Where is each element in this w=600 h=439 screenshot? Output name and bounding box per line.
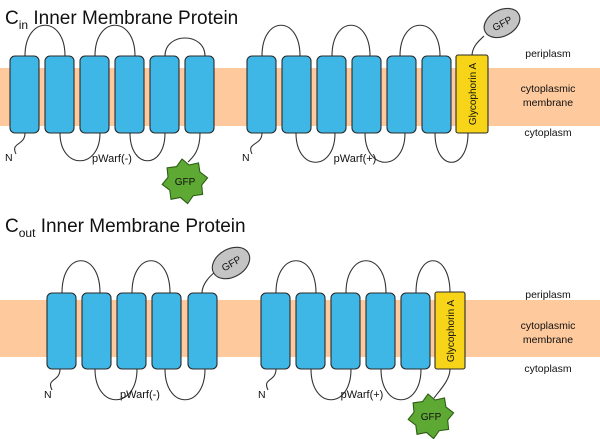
panel-title-cout: Cout Inner Membrane Protein — [5, 216, 246, 240]
region-label-cytoplasm: cytoplasm — [524, 127, 572, 139]
n-terminus-label: N — [44, 389, 52, 401]
panel-cout: Cout Inner Membrane Protein Glycophorin … — [0, 216, 600, 439]
periplasmic-loop — [275, 260, 317, 294]
n-terminus-tail — [14, 132, 26, 155]
transmembrane-helix — [116, 292, 147, 370]
periplasmic-loop — [331, 24, 371, 57]
region-label-periplasm: periplasm — [525, 289, 571, 301]
glycophorin-a-helix — [434, 291, 466, 370]
periplasmic-loop — [24, 24, 66, 57]
glycophorin-a-helix — [455, 54, 489, 134]
periplasmic-loop — [164, 37, 206, 57]
cytoplasmic-loop — [434, 132, 469, 163]
transmembrane-helix — [187, 292, 218, 370]
construct-label-right: pWarf(+) — [341, 389, 384, 401]
region-label-cytoplasm: cytoplasm — [524, 363, 572, 375]
transmembrane-helix — [44, 55, 75, 134]
periplasmic-loop — [415, 260, 451, 294]
transmembrane-helix — [351, 55, 382, 134]
periplasmic-loop — [61, 260, 101, 294]
n-terminus-tail — [266, 368, 277, 391]
glycophorin-a-label: Glycophorin A — [446, 300, 457, 363]
transmembrane-helix — [151, 292, 182, 370]
region-label-periplasm: periplasm — [525, 48, 571, 60]
gfp-linker — [433, 368, 451, 399]
transmembrane-helix — [281, 55, 312, 134]
periplasmic-loop — [131, 260, 171, 294]
transmembrane-helix — [386, 55, 417, 134]
n-terminus-label: N — [258, 389, 266, 401]
transmembrane-helix — [184, 55, 215, 134]
transmembrane-helix — [365, 292, 396, 370]
gfp-label: GFP — [421, 412, 442, 423]
gfp-cytoplasmic — [161, 158, 209, 205]
periplasmic-loop — [94, 24, 136, 57]
construct-label-right: pWarf(+) — [334, 153, 377, 165]
gfp-periplasmic — [211, 246, 251, 280]
cytoplasmic-loop — [295, 132, 336, 163]
transmembrane-helix — [246, 55, 277, 134]
transmembrane-helix — [316, 55, 347, 134]
periplasmic-loop — [345, 260, 387, 294]
transmembrane-helix — [260, 292, 291, 370]
gfp-label: GFP — [175, 177, 196, 188]
periplasmic-loop — [399, 24, 441, 57]
panel-title-cin: Cin Inner Membrane Protein — [5, 8, 238, 32]
transmembrane-helix — [330, 292, 361, 370]
gfp-linker — [471, 35, 485, 57]
cytoplasmic-loop — [164, 368, 206, 401]
cytoplasmic-loop — [129, 132, 166, 162]
gfp-linker — [187, 132, 201, 163]
transmembrane-helix — [46, 292, 77, 370]
n-terminus-tail — [50, 368, 61, 391]
gfp-periplasmic — [483, 7, 521, 39]
construct-label-left: pWarf(-) — [92, 153, 132, 165]
glycophorin-a-label: Glycophorin A — [468, 63, 479, 126]
n-terminus-tail — [250, 132, 263, 155]
region-label-membrane: membrane — [523, 97, 573, 109]
transmembrane-helix — [295, 292, 326, 370]
cytoplasmic-loop — [380, 368, 422, 401]
transmembrane-helix — [400, 292, 431, 370]
region-label-membrane: cytoplasmic — [521, 83, 576, 95]
cytoplasmic-loop — [94, 368, 138, 401]
region-label-membrane: cytoplasmic — [521, 320, 576, 332]
transmembrane-helix — [421, 55, 452, 134]
cytoplasmic-loop — [310, 368, 352, 401]
cytoplasmic-loop — [59, 132, 101, 162]
periplasmic-loop — [261, 24, 301, 57]
gfp-linker — [201, 271, 216, 294]
transmembrane-helix — [9, 55, 40, 134]
n-terminus-label: N — [242, 152, 250, 164]
panel-cin: Cin Inner Membrane Protein — [0, 7, 600, 205]
cytoplasmic-loop — [364, 132, 406, 163]
transmembrane-helix — [114, 55, 145, 134]
construct-label-left: pWarf(-) — [120, 389, 160, 401]
n-terminus-label: N — [5, 152, 13, 164]
transmembrane-helix — [149, 55, 180, 134]
transmembrane-helix — [79, 55, 110, 134]
region-label-membrane: membrane — [523, 334, 573, 346]
transmembrane-helix — [81, 292, 112, 370]
